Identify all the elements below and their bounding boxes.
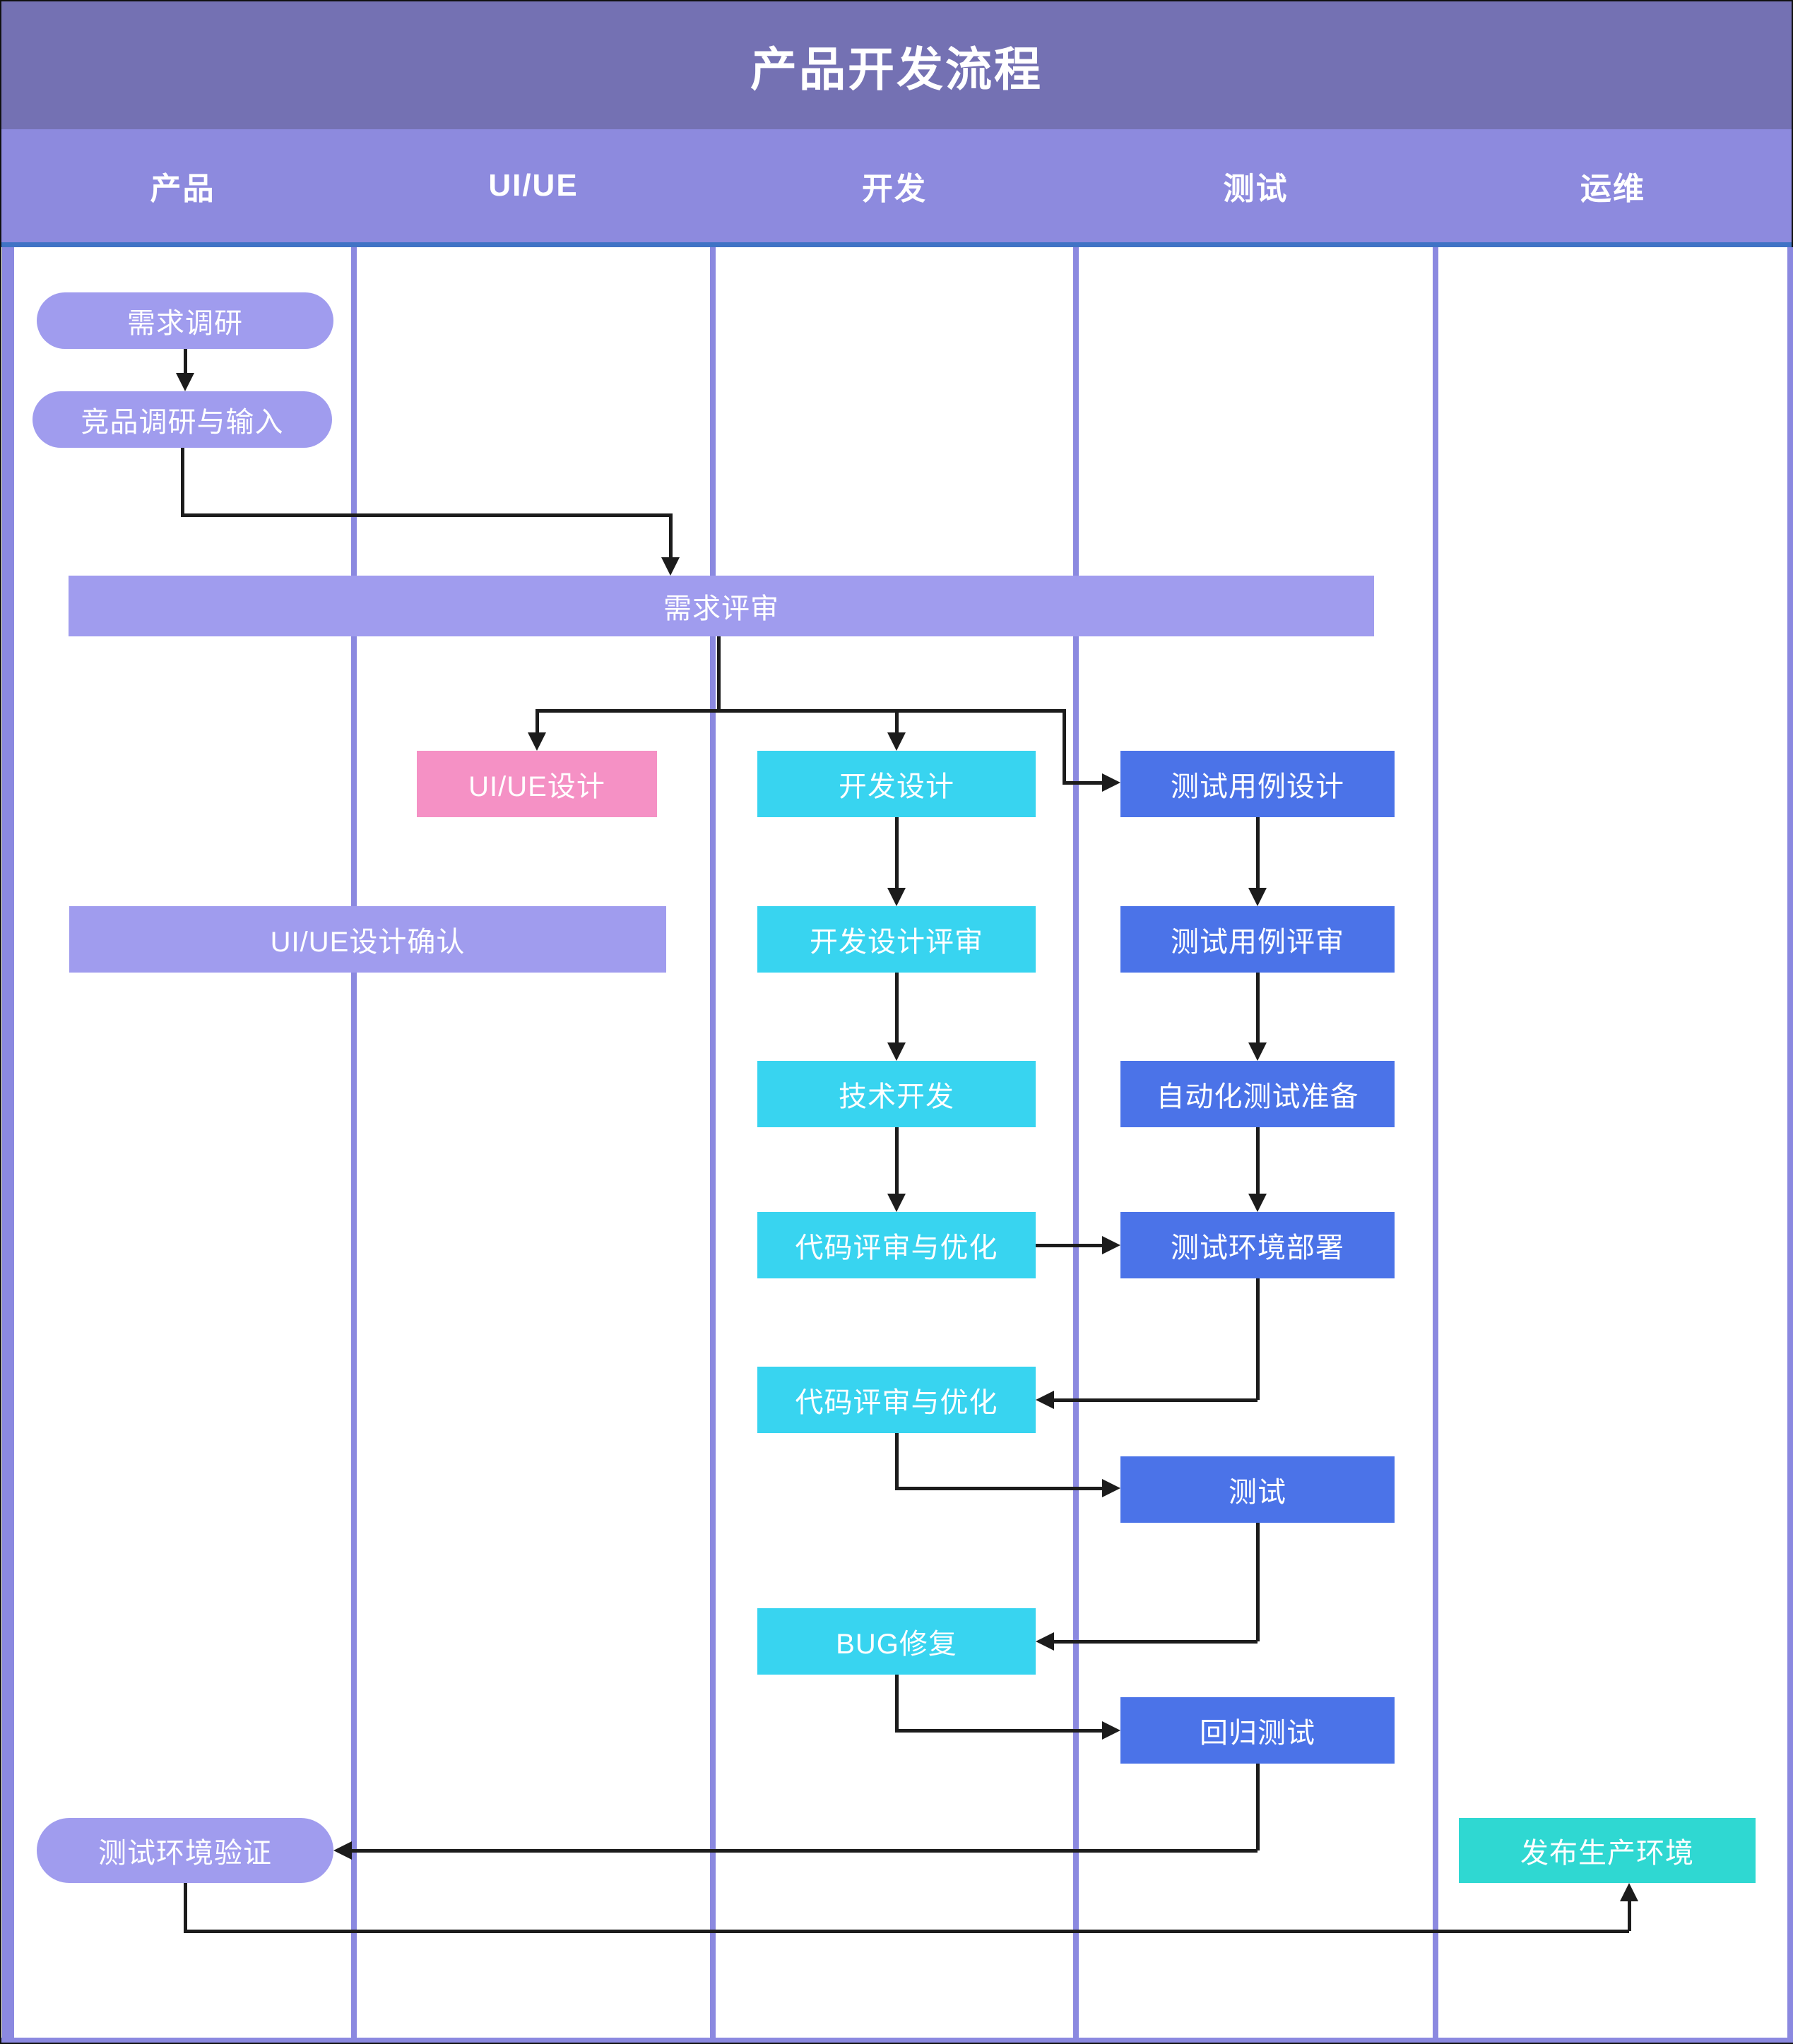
arrow-tcreview-autoprep-line [1256,973,1260,1042]
arrow-codereview2-test-h [895,1487,1102,1490]
node-auto-test-prep: 自动化测试准备 [1120,1061,1395,1127]
lane-header-dev: 开发 [862,172,927,206]
arrow-compresearch-reqreview-head [661,557,680,576]
arrow-techdev-codereview1-line [895,1127,899,1194]
arrow-codereview1-envdeploy-head [1102,1236,1120,1254]
header-rule [1,242,1792,247]
arrow-reqresearch-compresearch-line [184,349,187,373]
lane-divider-1 [351,247,357,2038]
lane-divider-3 [1073,247,1079,2038]
node-test-case-design: 测试用例设计 [1120,751,1395,817]
lane-header-product: 产品 [150,172,215,206]
arrow-envverify-release-head [1620,1883,1638,1901]
title-bar: 产品开发流程 [1,1,1792,129]
frame-bottom-border [1,2038,1792,2043]
arrow-envverify-release-h [184,1930,1629,1933]
node-test-env-verify: 测试环境验证 [37,1818,333,1883]
lane-header-test: 测试 [1223,172,1289,206]
node-tech-dev: 技术开发 [757,1061,1036,1127]
arrow-regression-envverify-head [333,1841,352,1860]
arrow-bugfix-regression-h [895,1729,1102,1733]
arrow-compresearch-reqreview-v2 [669,513,673,557]
arrow-tcdesign-tcreview-line [1256,817,1260,888]
arrow-reqreview-branch-hline [535,709,1066,713]
node-test-case-review: 测试用例评审 [1120,906,1395,973]
arrow-devdesign-devreview-line [895,817,899,888]
arrow-envdeploy-codereview2-head [1036,1391,1054,1409]
arrow-branch-uiuedesign-head [528,732,546,751]
node-dev-design-review: 开发设计评审 [757,906,1036,973]
arrow-compresearch-reqreview-v1 [181,448,184,515]
lane-header-band [1,129,1792,242]
lane-header-ops: 运维 [1580,172,1645,206]
node-prod-release: 发布生产环境 [1459,1818,1756,1883]
node-uiue-confirm: UI/UE设计确认 [69,906,666,973]
lane-divider-2 [710,247,716,2038]
arrow-reqreview-branch-stem [717,636,721,711]
arrow-branch-testcasedesign-h [1063,781,1102,785]
node-dev-design: 开发设计 [757,751,1036,817]
node-req-review: 需求评审 [69,576,1374,636]
node-test-env-deploy: 测试环境部署 [1120,1212,1395,1278]
arrow-compresearch-reqreview-h [181,513,672,517]
arrow-envverify-release-v1 [184,1883,187,1931]
arrow-regression-envverify-h [352,1849,1258,1853]
arrow-codereview2-test-head [1102,1479,1120,1497]
lane-divider-4 [1433,247,1438,2038]
arrow-codereview2-test-v [895,1433,899,1488]
node-comp-research: 竞品调研与输入 [32,391,332,448]
arrow-branch-testcasedesign-head [1102,773,1120,792]
node-code-review-1: 代码评审与优化 [757,1212,1036,1278]
arrow-branch-uiuedesign-line [535,709,539,732]
lane-header-uiue: UI/UE [488,168,579,203]
arrow-techdev-codereview1-head [887,1194,906,1212]
arrow-bugfix-regression-head [1102,1721,1120,1740]
node-code-review-2: 代码评审与优化 [757,1367,1036,1433]
arrow-autoprep-envdeploy-head [1248,1194,1267,1212]
arrow-devdesign-devreview-head [887,888,906,906]
arrow-branch-devdesign-line [895,709,899,732]
node-uiue-design: UI/UE设计 [417,751,657,817]
arrow-test-bugfix-v [1256,1523,1260,1641]
arrow-branch-devdesign-head [887,732,906,751]
arrow-devreview-techdev-head [887,1042,906,1061]
node-test-exec: 测试 [1120,1456,1395,1523]
arrow-tcreview-autoprep-head [1248,1042,1267,1061]
node-req-research: 需求调研 [37,292,333,349]
arrow-envdeploy-codereview2-h [1054,1398,1258,1402]
arrow-envdeploy-codereview2-v [1256,1278,1260,1400]
arrow-test-bugfix-head [1036,1632,1054,1651]
arrow-codereview1-envdeploy-line [1036,1244,1102,1247]
frame-left-border [2,247,14,2043]
arrow-tcdesign-tcreview-head [1248,888,1267,906]
arrow-autoprep-envdeploy-line [1256,1127,1260,1194]
arrow-reqresearch-compresearch-head [176,373,194,391]
arrow-bugfix-regression-v [895,1675,899,1730]
arrow-test-bugfix-h [1054,1640,1258,1644]
node-regression-test: 回归测试 [1120,1697,1395,1764]
arrow-envverify-release-v2 [1628,1901,1631,1931]
arrow-branch-testcasedesign-v [1063,709,1066,784]
page-title: 产品开发流程 [750,42,1043,95]
frame-right-border [1787,247,1793,2043]
node-bug-fix: BUG修复 [757,1608,1036,1675]
arrow-devreview-techdev-line [895,973,899,1042]
arrow-regression-envverify-v [1256,1764,1260,1850]
